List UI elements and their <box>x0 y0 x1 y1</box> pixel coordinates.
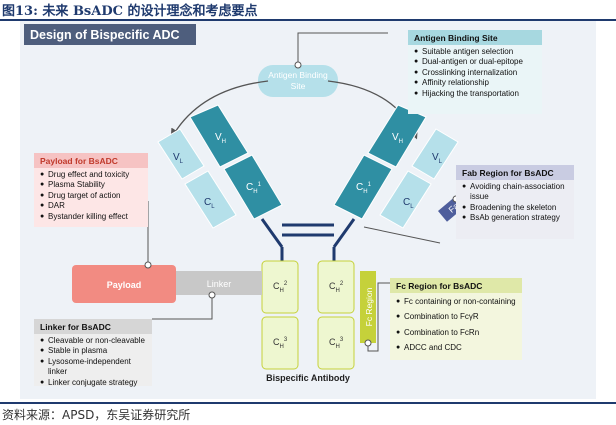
arrow-left <box>170 80 269 140</box>
antigen-item: Affinity relationship <box>414 78 538 89</box>
antigen-box-list: Suitable antigen selection Dual-antigen … <box>408 45 542 101</box>
linker-block-label: Linker <box>207 279 232 289</box>
right-ch3-label: CH3 <box>329 337 344 350</box>
antigen-connector-dot <box>294 61 302 69</box>
antigen-item: Hijacking the transportation <box>414 89 538 100</box>
antigen-box-title: Antigen Binding Site <box>408 30 542 45</box>
fc-box-title: Fc Region for BsADC <box>390 278 522 293</box>
diagram-title-bar <box>24 24 196 45</box>
fc-connector-dot <box>364 339 372 347</box>
fc-item: ADCC and CDC <box>396 343 518 354</box>
right-cl-label: CL <box>403 197 414 210</box>
right-vl-label: VL <box>432 152 443 165</box>
left-vh-label: VH <box>215 132 226 145</box>
payload-item: Drug target of action <box>40 191 144 202</box>
right-arm: VL VH CL CH1 <box>333 104 459 229</box>
linker-item: Stable in plasma <box>40 346 148 357</box>
linker-connector-dot <box>208 291 216 299</box>
linker-item: Cleavable or non-cleavable <box>40 336 148 347</box>
payload-box-list: Drug effect and toxicity Plasma Stabilit… <box>34 168 148 224</box>
top-rule <box>0 19 616 21</box>
payload-connector-dot <box>144 261 152 269</box>
figure-title: 图13: 未来 BsADC 的设计理念和考虑要点 <box>2 4 258 19</box>
fab-item: Avoiding chain-association issue <box>462 182 570 203</box>
fc-item: Combination to FcγR <box>396 312 518 323</box>
payload-item: Plasma Stability <box>40 180 144 191</box>
antigen-item: Suitable antigen selection <box>414 47 538 58</box>
fc-item: Combination to FcRn <box>396 328 518 339</box>
fab-item: BsAb generation strategy <box>462 213 570 224</box>
payload-box: Payload for BsADC Drug effect and toxici… <box>34 153 148 227</box>
linker-box-list: Cleavable or non-cleavable Stable in pla… <box>34 334 152 390</box>
left-arm: VL VH CL CH1 <box>157 104 283 229</box>
payload-block <box>72 265 176 303</box>
payload-block-label: Payload <box>107 280 142 290</box>
bispecific-antibody-label: Bispecific Antibody <box>266 373 350 383</box>
payload-item: Bystander killing effect <box>40 212 144 223</box>
antigen-binding-site-label-1: Antigen Binding <box>268 70 328 80</box>
fc-connector <box>367 282 390 352</box>
linker-box: Linker for BsADC Cleavable or non-cleava… <box>34 319 152 388</box>
fc-region-tag: Fc Region <box>360 271 376 343</box>
left-ch3-label: CH3 <box>273 337 288 350</box>
antigen-binding-site-box: Antigen Binding Site Suitable antigen se… <box>408 30 542 114</box>
right-ch1-label: CH1 <box>356 182 372 195</box>
left-ch1-domain <box>223 154 283 220</box>
hinge-region <box>260 218 356 261</box>
right-ch3-domain <box>317 316 355 370</box>
left-ch2-label: CH2 <box>273 281 288 294</box>
right-vl-domain <box>411 128 459 180</box>
left-ch2-domain <box>261 260 299 314</box>
left-vl-domain <box>157 128 205 180</box>
antigen-binding-site-label-2: Site <box>291 81 306 91</box>
right-vh-label: VH <box>392 132 403 145</box>
linker-box-title: Linker for BsADC <box>34 319 152 334</box>
fab-box-list: Avoiding chain-association issue Broaden… <box>456 180 574 226</box>
fab-box-title: Fab Region for BsADC <box>456 165 574 180</box>
fc-item: Fc containing or non-containing <box>396 297 518 308</box>
fc-domains: CH2 CH2 CH3 CH3 <box>261 260 355 370</box>
antigen-item: Dual-antigen or dual-epitope <box>414 57 538 68</box>
linker-connector <box>152 295 213 320</box>
right-cl-domain <box>379 170 432 229</box>
linker-block <box>176 271 262 295</box>
left-cl-domain <box>184 170 237 229</box>
payload-box-title: Payload for BsADC <box>34 153 148 168</box>
left-ch3-domain <box>261 316 299 370</box>
antigen-item: Crosslinking internalization <box>414 68 538 79</box>
antigen-connector <box>297 32 388 65</box>
left-vh-domain <box>189 104 249 168</box>
left-cl-label: CL <box>204 197 215 210</box>
left-vl-label: VL <box>173 152 184 165</box>
figure-source: 资料来源：APSD，东吴证券研究所 <box>2 408 191 422</box>
bottom-rule <box>0 402 616 404</box>
diagram-title: Design of Bispecific ADC <box>30 28 180 42</box>
svg-text:Fc Region: Fc Region <box>364 287 374 326</box>
payload-item: Drug effect and toxicity <box>40 170 144 181</box>
bsadc-diagram: Design of Bispecific ADC Antigen Binding… <box>20 21 596 399</box>
linker-item: Linker conjugate strategy <box>40 378 148 389</box>
payload-item: DAR <box>40 201 144 212</box>
fab-bracket-line <box>363 226 441 244</box>
antigen-binding-site-bubble <box>258 65 338 97</box>
left-ch1-label: CH1 <box>246 182 262 195</box>
fc-box-list: Fc containing or non-containing Combinat… <box>390 293 522 356</box>
fab-region-box: Fab Region for BsADC Avoiding chain-asso… <box>456 165 574 239</box>
fc-region-box: Fc Region for BsADC Fc containing or non… <box>390 278 522 360</box>
right-ch1-domain <box>333 154 393 220</box>
linker-item: Lysosome-independent linker <box>40 357 148 378</box>
fab-item: Broadening the skeleton <box>462 203 570 214</box>
right-ch2-domain <box>317 260 355 314</box>
right-ch2-label: CH2 <box>329 281 344 294</box>
